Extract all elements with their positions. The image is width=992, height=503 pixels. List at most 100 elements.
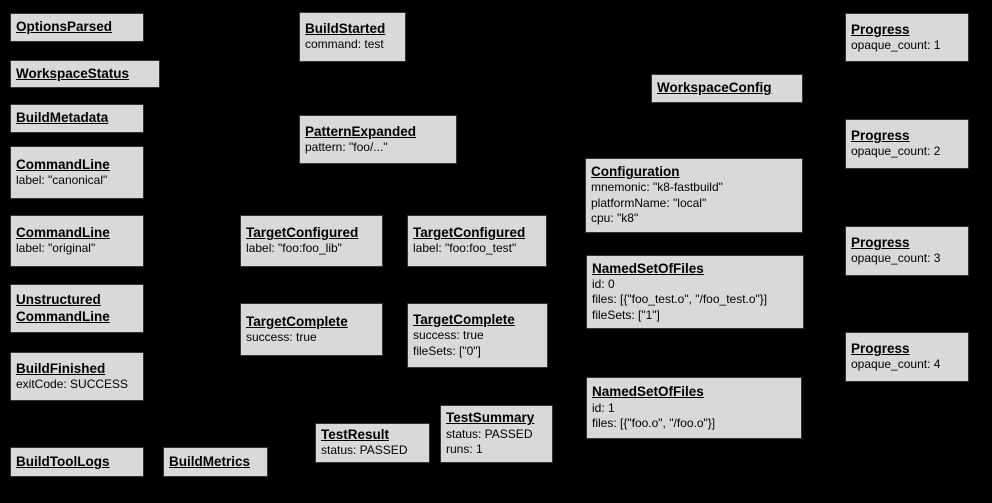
node-configuration-field: cpu: "k8" — [591, 211, 639, 226]
node-options-parsed: OptionsParsed — [10, 13, 144, 42]
node-build-metrics: BuildMetrics — [163, 447, 268, 477]
node-build-metrics-title-line: BuildMetrics — [169, 453, 251, 469]
node-target-complete-lib-field: success: true — [246, 329, 317, 344]
node-build-metadata: BuildMetadata — [10, 104, 144, 133]
node-workspace-config-title: WorkspaceConfig — [657, 80, 797, 96]
node-workspace-config: WorkspaceConfig — [651, 74, 803, 103]
node-progress-2-title: Progress — [851, 128, 963, 144]
node-build-tool-logs-title: BuildToolLogs — [16, 454, 138, 470]
node-workspace-status-title-line: WorkspaceStatus — [16, 65, 130, 81]
node-build-finished-title-line: BuildFinished — [16, 360, 106, 376]
node-named-set-of-files-0-field: fileSets: ["1"] — [592, 307, 660, 322]
node-build-started-title-line: BuildStarted — [305, 21, 386, 37]
node-target-configured-test-field: label: "foo:foo_test" — [413, 241, 517, 256]
node-pattern-expanded-title-line: PatternExpanded — [305, 123, 417, 139]
node-named-set-of-files-0-title-line: NamedSetOfFiles — [592, 260, 704, 276]
node-progress-2-title-line: Progress — [851, 128, 910, 144]
node-test-result-field: status: PASSED — [321, 443, 408, 458]
node-unstructured-command-line-title-line: CommandLine — [16, 308, 110, 324]
node-progress-1-field: opaque_count: 1 — [851, 37, 941, 52]
node-command-line-canonical-title-line: CommandLine — [16, 156, 110, 172]
node-build-metrics-title: BuildMetrics — [169, 454, 262, 470]
node-target-complete-test-title-line: TargetComplete — [413, 311, 515, 327]
node-named-set-of-files-1-title: NamedSetOfFiles — [592, 384, 796, 400]
node-pattern-expanded-title: PatternExpanded — [305, 124, 451, 140]
node-command-line-original-title-line: CommandLine — [16, 225, 110, 241]
node-test-summary-title-line: TestSummary — [446, 410, 535, 426]
node-workspace-status: WorkspaceStatus — [10, 60, 160, 88]
node-unstructured-command-line-title-line: Unstructured — [16, 292, 101, 308]
node-progress-1-title: Progress — [851, 22, 963, 38]
node-target-complete-test-title: TargetComplete — [413, 312, 542, 328]
node-progress-3-title-line: Progress — [851, 235, 910, 251]
node-build-finished-title: BuildFinished — [16, 361, 138, 377]
node-command-line-original-title: CommandLine — [16, 225, 138, 241]
node-workspace-config-title-line: WorkspaceConfig — [657, 80, 772, 96]
node-pattern-expanded-field: pattern: "foo/..." — [305, 139, 388, 154]
node-named-set-of-files-1-title-line: NamedSetOfFiles — [592, 384, 704, 400]
node-configuration-field: mnemonic: "k8-fastbuild" — [591, 180, 723, 195]
node-progress-3-field: opaque_count: 3 — [851, 251, 941, 266]
node-test-result-title: TestResult — [321, 427, 424, 443]
node-progress-2-field: opaque_count: 2 — [851, 144, 941, 159]
node-test-summary-field: status: PASSED — [446, 426, 533, 441]
node-build-started-title: BuildStarted — [305, 21, 400, 37]
node-target-complete-lib-title-line: TargetComplete — [246, 313, 348, 329]
node-target-configured-lib-title: TargetConfigured — [246, 225, 377, 241]
node-build-tool-logs-title-line: BuildToolLogs — [16, 453, 110, 469]
node-command-line-original-field: label: "original" — [16, 241, 96, 256]
node-options-parsed-title: OptionsParsed — [16, 19, 138, 35]
node-progress-4-title: Progress — [851, 341, 963, 357]
node-target-complete-test-field: fileSets: ["0"] — [413, 343, 481, 358]
node-progress-1-title-line: Progress — [851, 21, 910, 37]
node-configuration-field: platformName: "local" — [591, 195, 707, 210]
node-options-parsed-title-line: OptionsParsed — [16, 19, 113, 35]
node-build-metadata-title: BuildMetadata — [16, 110, 138, 126]
node-command-line-canonical-field: label: "canonical" — [16, 172, 108, 187]
node-named-set-of-files-0-field: files: [{"foo_test.o", "/foo_test.o"}] — [592, 292, 768, 307]
node-workspace-status-title: WorkspaceStatus — [16, 66, 154, 82]
node-named-set-of-files-0-field: id: 0 — [592, 276, 615, 291]
node-progress-3-title: Progress — [851, 235, 963, 251]
node-target-complete-lib-title: TargetComplete — [246, 314, 377, 330]
node-target-configured-test-title: TargetConfigured — [413, 225, 541, 241]
node-named-set-of-files-0-title: NamedSetOfFiles — [592, 261, 798, 277]
node-progress-4-field: opaque_count: 4 — [851, 357, 941, 372]
node-test-result-title-line: TestResult — [321, 427, 390, 443]
node-test-summary-field: runs: 1 — [446, 442, 483, 457]
node-command-line-canonical-title: CommandLine — [16, 157, 138, 173]
node-target-complete-test-field: success: true — [413, 328, 484, 342]
node-configuration-title-line: Configuration — [591, 164, 680, 180]
node-build-started-field: command: test — [305, 37, 384, 52]
node-named-set-of-files-1-field: files: [{"foo.o", "/foo.o"}] — [592, 416, 716, 431]
node-configuration-title: Configuration — [591, 164, 797, 180]
node-progress-4-title-line: Progress — [851, 341, 910, 357]
node-test-summary-title: TestSummary — [446, 410, 547, 426]
node-target-configured-lib-field: label: "foo:foo_lib" — [246, 241, 342, 256]
node-target-configured-test-title-line: TargetConfigured — [413, 225, 526, 241]
node-target-configured-lib-title-line: TargetConfigured — [246, 225, 359, 241]
node-named-set-of-files-1-field: id: 1 — [592, 400, 615, 415]
node-build-tool-logs: BuildToolLogs — [10, 447, 144, 477]
node-build-metadata-title-line: BuildMetadata — [16, 110, 109, 126]
node-build-finished-field: exitCode: SUCCESS — [16, 376, 129, 391]
